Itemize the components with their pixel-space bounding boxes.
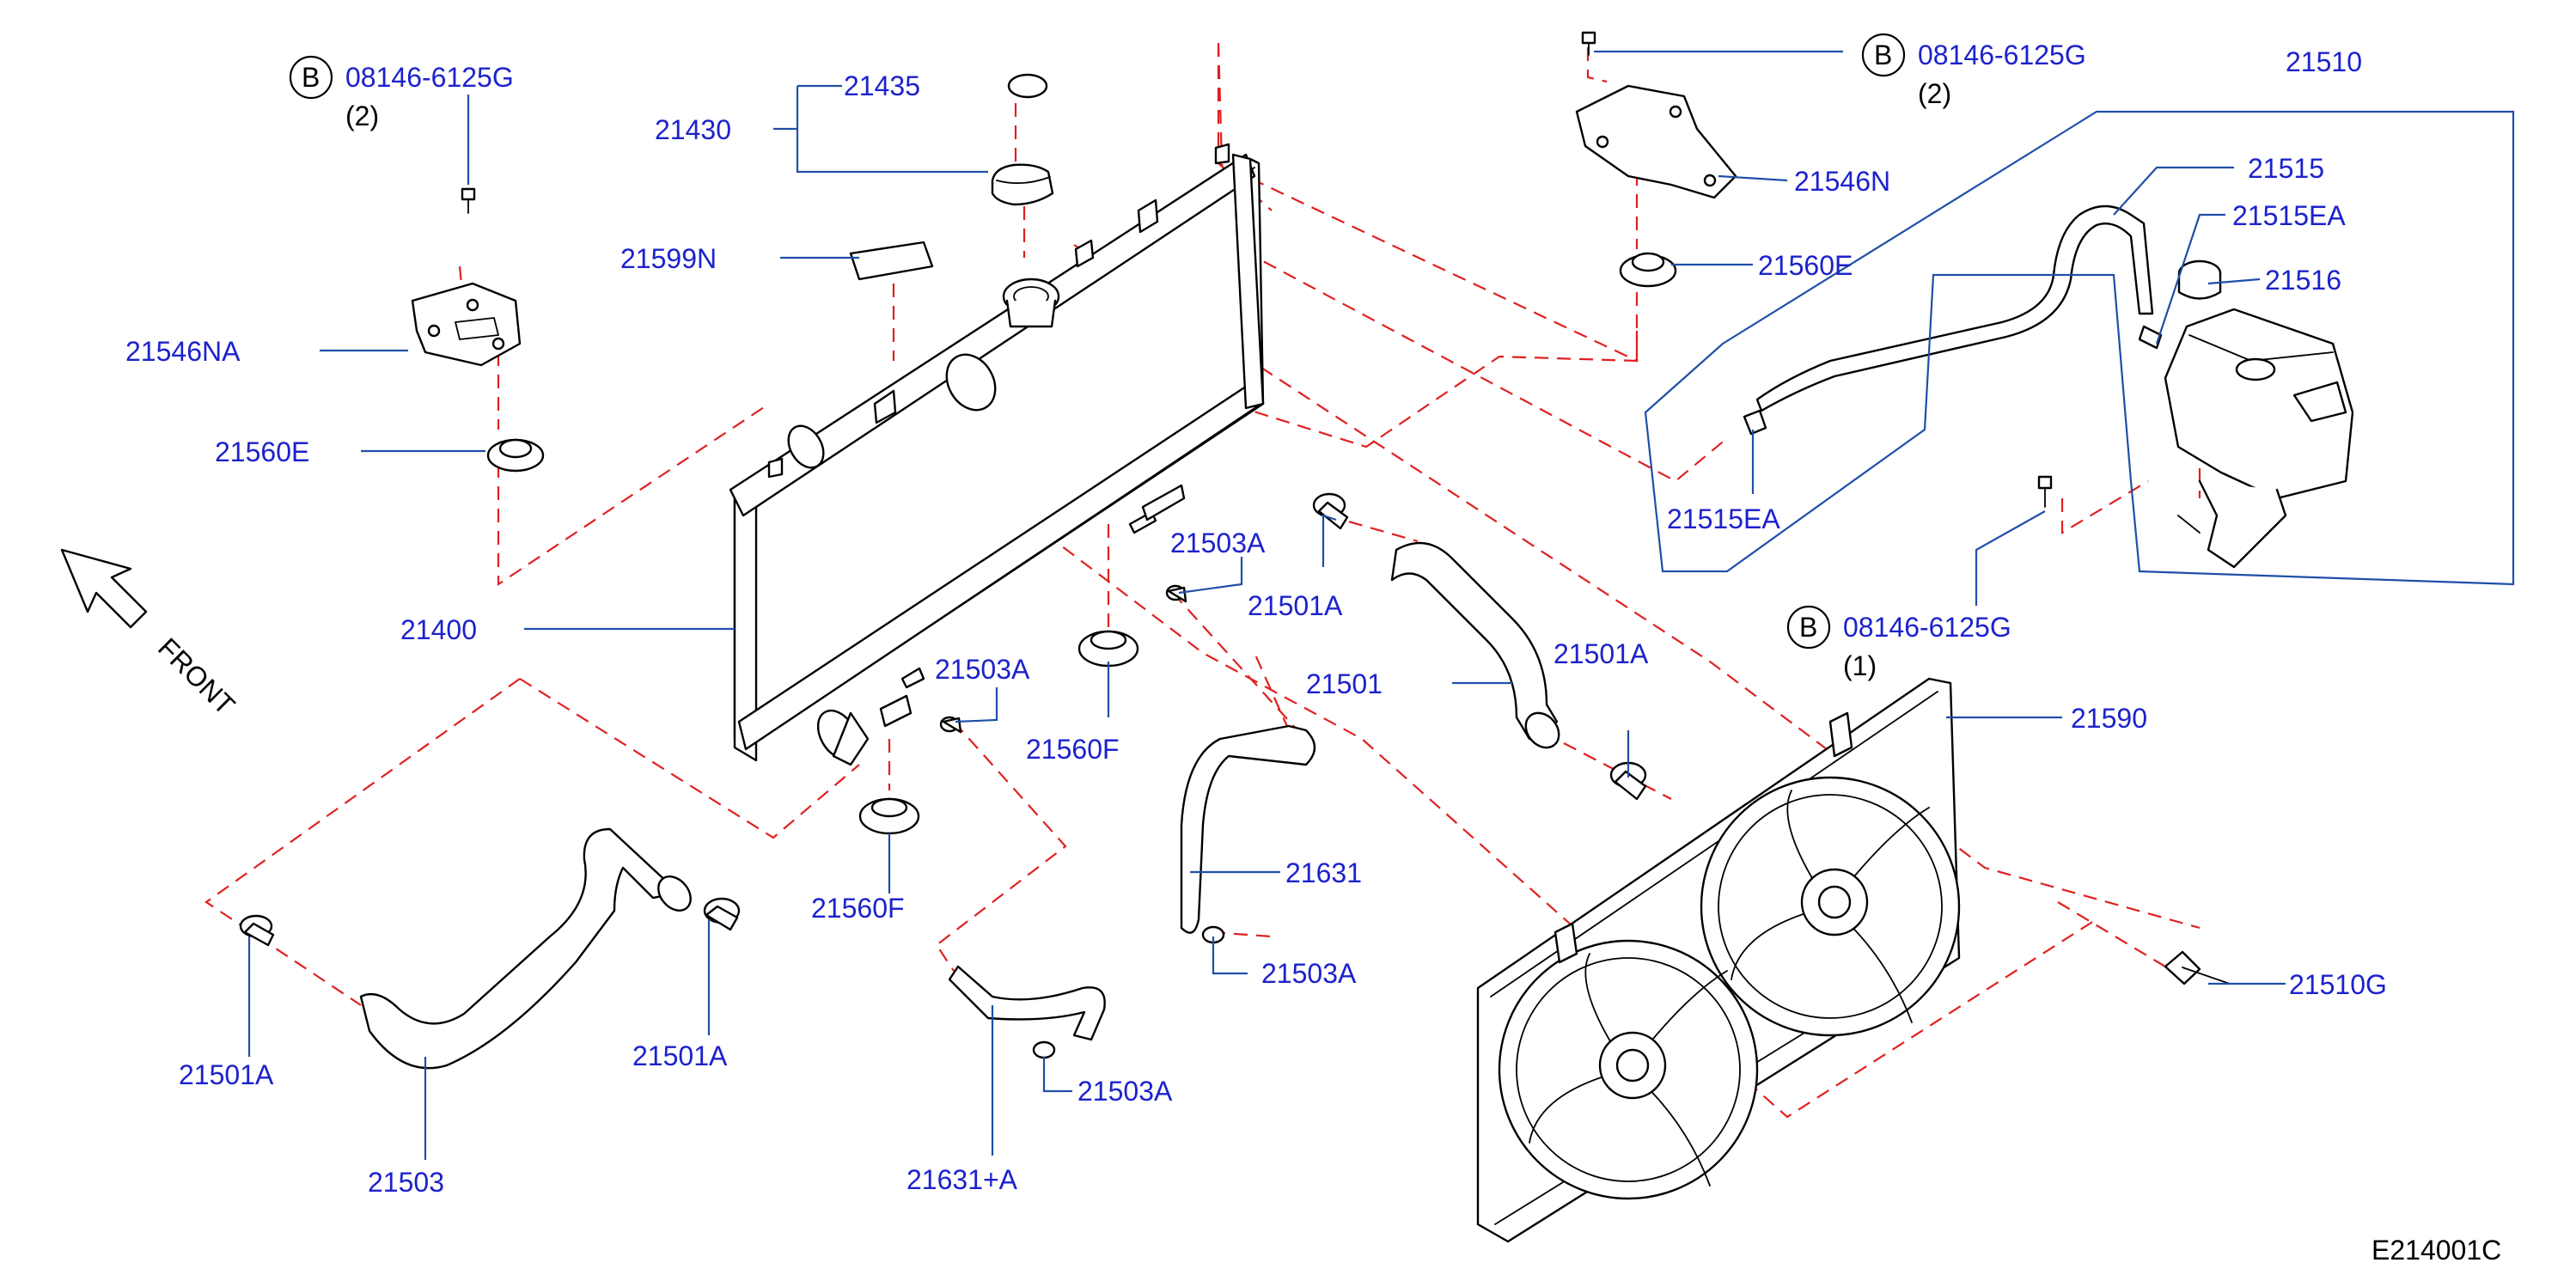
bolt-qty-top: (2) <box>1918 78 1951 109</box>
label-21503A-3: 21503A <box>1261 958 1357 989</box>
label-21430: 21430 <box>655 114 731 145</box>
label-21501A-1: 21501A <box>1248 590 1343 621</box>
label-21515EA-1: 21515EA <box>2232 200 2346 231</box>
front-label: FRONT <box>152 631 241 720</box>
label-21501A-2: 21501A <box>1554 638 1649 669</box>
bolt-qty-left: (2) <box>345 101 379 131</box>
label-21501A-3: 21501A <box>179 1059 274 1090</box>
label-21501A-4: 21501A <box>632 1040 728 1071</box>
label-21515: 21515 <box>2248 153 2324 184</box>
reservoir-clamp-upper <box>2138 325 2163 350</box>
reservoir-clamp-lower <box>1743 409 1767 436</box>
cap-seal <box>1007 73 1048 99</box>
label-21503A-4: 21503A <box>1077 1076 1173 1107</box>
caution-label-plate <box>849 241 934 281</box>
label-21631: 21631 <box>1285 857 1362 888</box>
label-21546N: 21546N <box>1794 166 1890 197</box>
label-21435: 21435 <box>844 70 920 101</box>
lower-radiator-hose <box>359 827 692 1070</box>
figure-id: E214001C <box>2372 1235 2501 1266</box>
shroud-screw <box>2164 950 2231 985</box>
label-21503A-1: 21503A <box>1170 528 1266 558</box>
bolt-callout-top: B 08146-6125G (2) <box>1861 33 2086 109</box>
clamp-21501A-3 <box>239 914 275 947</box>
label-21560E-left: 21560E <box>215 436 309 467</box>
bolt-b-letter-top: B <box>1874 40 1892 70</box>
right-grommet <box>1619 252 1677 288</box>
bolt-callout-mid: B 08146-6125G (1) <box>1786 605 2011 681</box>
right-bolt <box>1581 31 1596 56</box>
reservoir-cap <box>2177 259 2222 300</box>
leader-lines <box>247 50 2286 1160</box>
front-indicator: FRONT <box>60 548 241 721</box>
bolt-b-badge-left <box>289 55 333 100</box>
label-21515EA-2: 21515EA <box>1667 503 1780 534</box>
label-21400: 21400 <box>400 614 477 645</box>
fan-shroud <box>1476 677 1961 1243</box>
upper-radiator-hose <box>1390 541 1560 749</box>
bolt-qty-mid: (1) <box>1843 650 1877 681</box>
label-21503: 21503 <box>368 1167 444 1198</box>
left-mount-bracket <box>411 282 522 367</box>
label-21560F-1: 21560F <box>1026 734 1120 765</box>
reservoir-tank <box>2164 308 2354 569</box>
bypass-hose-21631 <box>1180 724 1316 934</box>
clamp-21501A-1 <box>1312 492 1349 530</box>
radiator-core <box>729 143 1265 766</box>
bolt-b-badge-mid <box>1786 605 1831 650</box>
bolt-part-top: 08146-6125G <box>1918 40 2086 70</box>
bolt-part-left: 08146-6125G <box>345 62 514 93</box>
clamp-21503A-4 <box>1032 1040 1056 1059</box>
right-mount-bracket <box>1575 84 1737 199</box>
label-21560F-2: 21560F <box>811 893 905 924</box>
label-21599N: 21599N <box>620 243 717 274</box>
grommet-lower-left <box>858 797 920 835</box>
reservoir-bolt <box>2037 475 2053 508</box>
radiator-cap <box>991 163 1054 206</box>
bolt-part-mid: 08146-6125G <box>1843 612 2011 643</box>
label-21516: 21516 <box>2265 265 2341 296</box>
left-bolt <box>461 187 476 214</box>
label-21503A-2: 21503A <box>935 654 1030 685</box>
reservoir-hose <box>1755 204 2154 412</box>
clamp-21503A-1 <box>1165 584 1187 603</box>
bolt-b-badge-top <box>1861 33 1906 77</box>
bolt-b-letter-mid: B <box>1799 612 1817 643</box>
label-21510G: 21510G <box>2289 969 2387 1000</box>
label-21590: 21590 <box>2071 703 2147 734</box>
label-21560E-right: 21560E <box>1758 250 1853 281</box>
label-21546NA: 21546NA <box>125 336 241 367</box>
clamp-21501A-4 <box>703 897 741 931</box>
label-21510: 21510 <box>2286 46 2362 77</box>
part-labels: 21435 21430 21599N 21546NA 21560E 21400 … <box>125 46 2387 1198</box>
left-grommet <box>486 438 545 473</box>
reservoir-group-outline <box>1644 110 2515 586</box>
label-21501: 21501 <box>1306 668 1383 699</box>
bolt-callout-left: B 08146-6125G (2) <box>289 55 514 131</box>
label-21631A: 21631+A <box>906 1164 1018 1195</box>
bypass-hose-21631A <box>948 965 1106 1041</box>
bolt-b-letter-left: B <box>302 62 320 93</box>
grommet-center <box>1077 630 1139 668</box>
clamp-21503A-2 <box>939 716 962 734</box>
front-arrow-icon <box>60 548 148 629</box>
